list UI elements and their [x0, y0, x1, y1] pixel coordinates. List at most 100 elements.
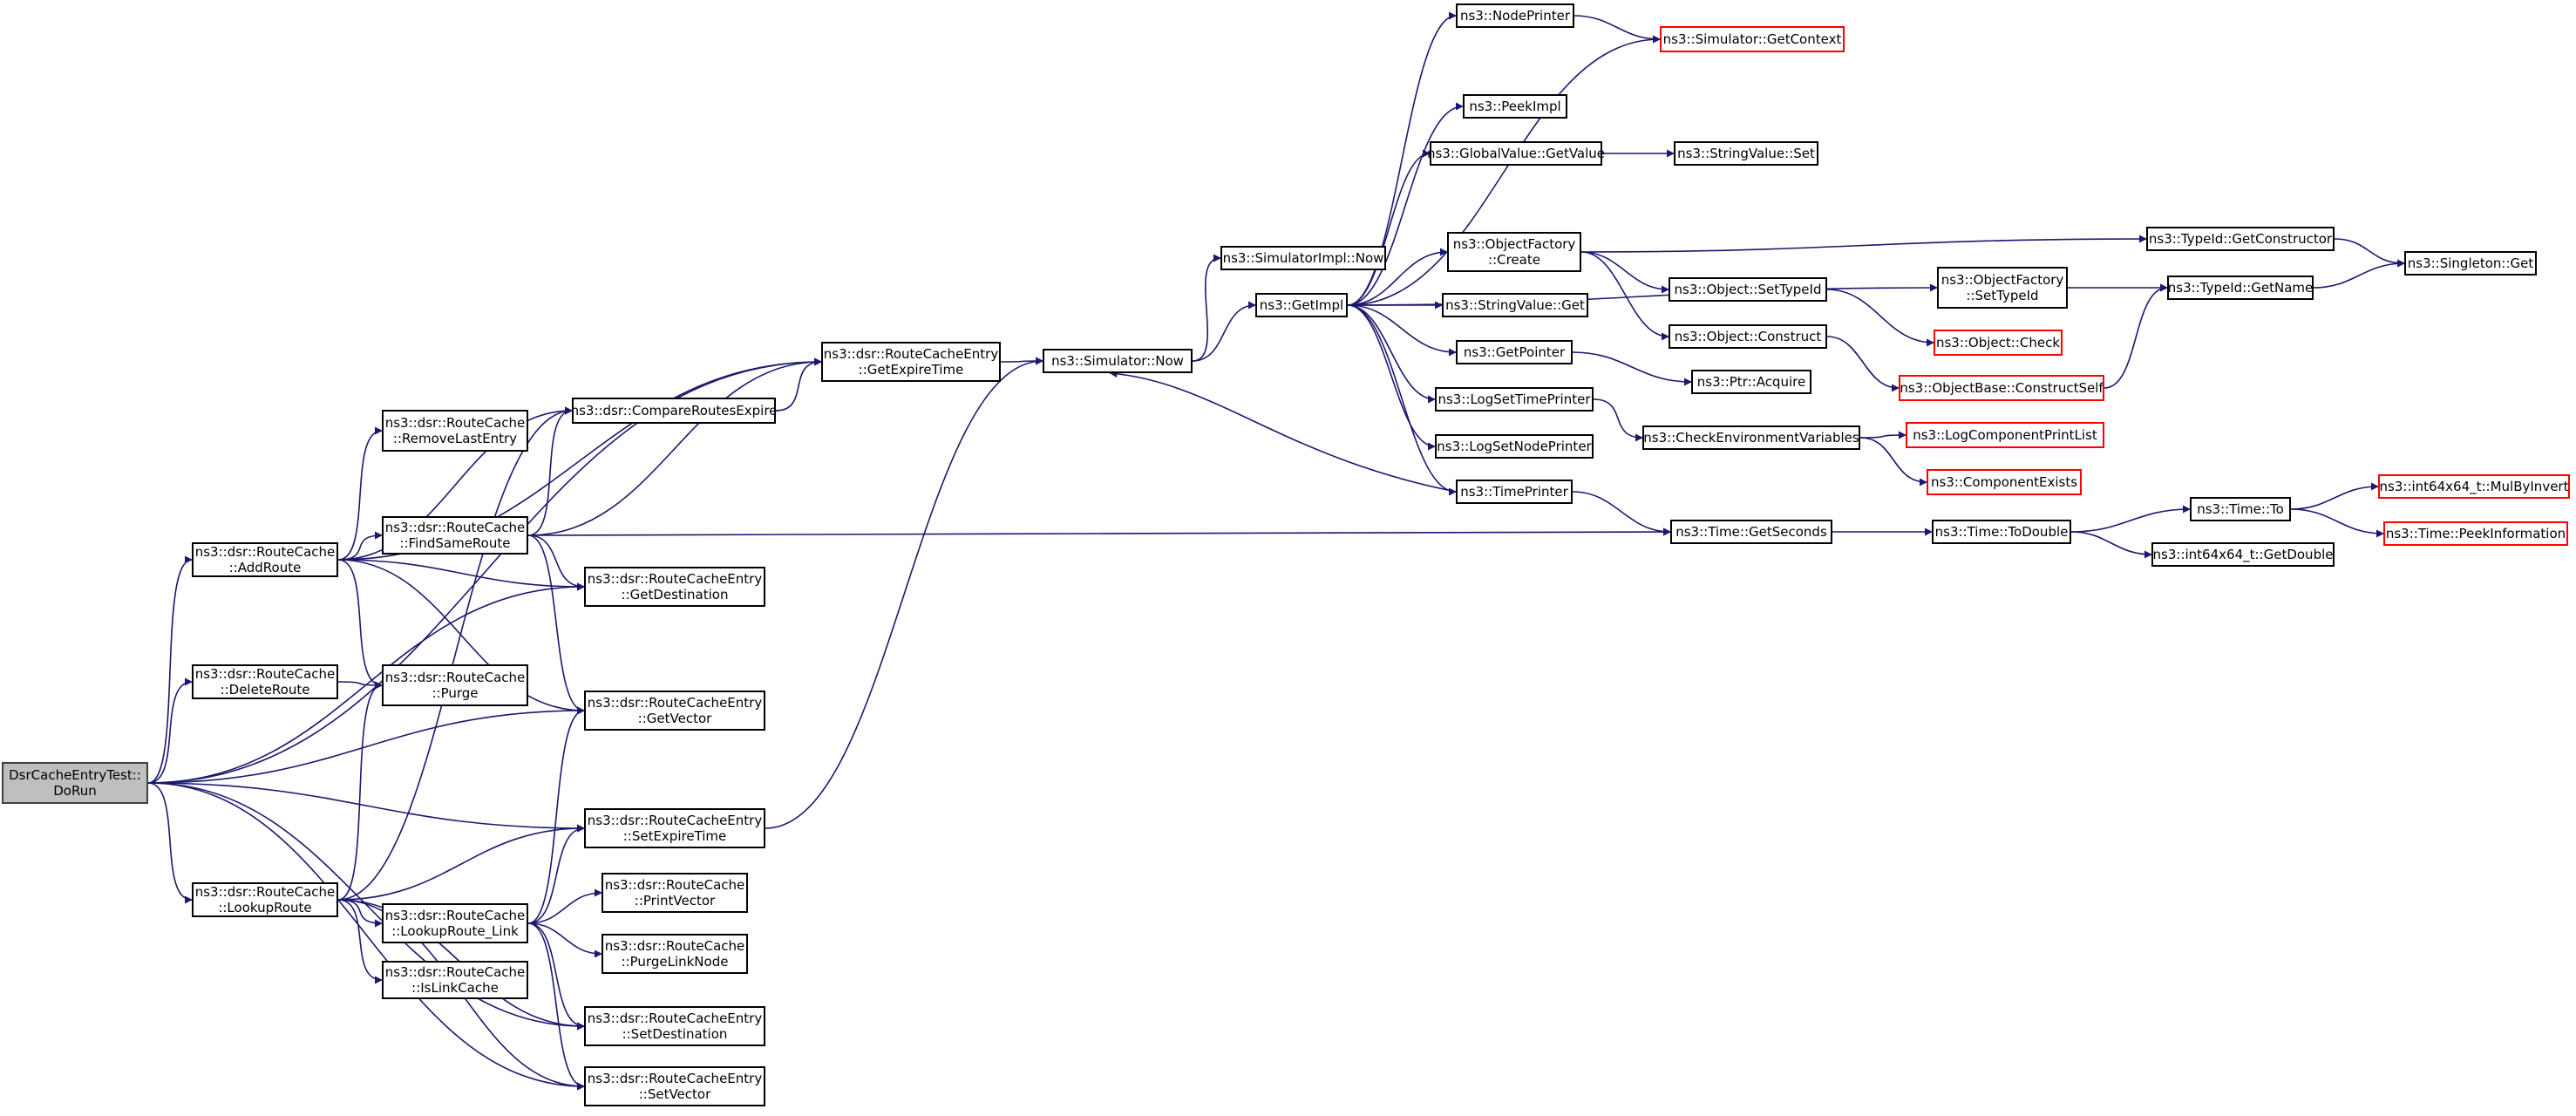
node-objfactcreate[interactable]: ns3::ObjectFactory::Create [1447, 232, 1581, 272]
node-objsettypeid[interactable]: ns3::Object::SetTypeId [1669, 277, 1827, 302]
node-getexpiretime[interactable]: ns3::dsr::RouteCacheEntry::GetExpireTime [821, 342, 1001, 382]
edge-lookuproutelink-to-setexpiretime [527, 824, 585, 924]
node-typeidgetconstructor[interactable]: ns3::TypeId::GetConstructor [2146, 227, 2335, 251]
node-setexpiretime[interactable]: ns3::dsr::RouteCacheEntry::SetExpireTime [584, 808, 765, 848]
node-stringvalueset[interactable]: ns3::StringValue::Set [1674, 141, 1818, 166]
node-setdestination[interactable]: ns3::dsr::RouteCacheEntry::SetDestinatio… [584, 1006, 765, 1046]
node-objbaseconstructself[interactable]: ns3::ObjectBase::ConstructSelf [1899, 375, 2104, 401]
edge-timetodouble-to-int64getdouble [2070, 531, 2152, 559]
node-getpointer[interactable]: ns3::GetPointer [1456, 340, 1573, 364]
node-label: ns3::dsr::RouteCacheEntry [823, 346, 999, 362]
node-label: ns3::StringValue::Set [1677, 146, 1815, 161]
edge-addroute-to-findsameroute [337, 531, 383, 561]
node-islinkcache[interactable]: ns3::dsr::RouteCache::IsLinkCache [382, 961, 528, 999]
node-timepeekinfo[interactable]: ns3::Time::PeekInformation [2383, 521, 2568, 546]
node-logsetnodeprinter[interactable]: ns3::LogSetNodePrinter [1435, 434, 1594, 459]
node-label: ns3::GetPointer [1463, 344, 1566, 360]
node-label: ns3::dsr::RouteCacheEntry [587, 813, 763, 828]
node-label: ns3::Time::GetSeconds [1675, 524, 1827, 540]
node-label: ns3::LogComponentPrintList [1913, 427, 2097, 443]
edge-timetodouble-to-timeto [2070, 505, 2191, 533]
node-typeidgetname[interactable]: ns3::TypeId::GetName [2167, 276, 2314, 300]
node-label: ns3::dsr::RouteCache [604, 877, 745, 893]
edge-addroute-to-removelastentry [337, 426, 383, 561]
node-label: ns3::dsr::RouteCacheEntry [587, 571, 763, 587]
node-deleteroute[interactable]: ns3::dsr::RouteCache::DeleteRoute [192, 664, 338, 699]
node-objconstruct[interactable]: ns3::Object::Construct [1669, 324, 1827, 349]
node-label: ns3::ObjectFactory [1452, 236, 1576, 252]
node-ptracquire[interactable]: ns3::Ptr::Acquire [1691, 370, 1811, 394]
node-printvector[interactable]: ns3::dsr::RouteCache::PrintVector [602, 873, 748, 913]
node-getcontext[interactable]: ns3::Simulator::GetContext [1660, 26, 1845, 52]
node-label: ns3::dsr::RouteCache [194, 666, 336, 682]
node-lookuproute[interactable]: ns3::dsr::RouteCache::LookupRoute [192, 882, 338, 917]
node-singletonget[interactable]: ns3::Singleton::Get [2404, 251, 2537, 276]
node-label: ns3::GetImpl [1259, 297, 1344, 313]
node-label: ::DeleteRoute [220, 682, 310, 698]
node-label: ::Purge [432, 685, 479, 701]
node-label: ns3::ObjectFactory [1940, 272, 2064, 288]
edge-getimpl-to-objfactcreate [1347, 248, 1448, 306]
node-label: ns3::Time::To [2197, 501, 2284, 517]
node-simimplnow[interactable]: ns3::SimulatorImpl::Now [1220, 246, 1386, 270]
node-label: ns3::Object::Check [1935, 335, 2061, 350]
edge-objsettypeid-to-objcheck [1826, 289, 1934, 347]
edge-logsettimeprinter-to-checkenv [1593, 398, 1643, 442]
node-label: ::GetVector [637, 711, 712, 726]
node-objcheck[interactable]: ns3::Object::Check [1934, 330, 2063, 356]
node-findsameroute[interactable]: ns3::dsr::RouteCache::FindSameRoute [382, 516, 528, 555]
edge-lookuproute-to-compareroutes [337, 406, 573, 901]
edge-compareroutes-to-getexpiretime [775, 357, 822, 412]
node-timeprinter[interactable]: ns3::TimePrinter [1456, 480, 1573, 504]
node-timeto[interactable]: ns3::Time::To [2190, 497, 2291, 521]
node-checkenv[interactable]: ns3::CheckEnvironmentVariables [1642, 425, 1860, 450]
node-logcompprintlist[interactable]: ns3::LogComponentPrintList [1906, 422, 2104, 448]
node-nodeprinter[interactable]: ns3::NodePrinter [1456, 3, 1574, 28]
node-getimpl[interactable]: ns3::GetImpl [1255, 293, 1348, 317]
node-label: ns3::Simulator::Now [1051, 353, 1184, 369]
node-addroute[interactable]: ns3::dsr::RouteCache::AddRoute [192, 542, 338, 577]
node-int64getdouble[interactable]: ns3::int64x64_t::GetDouble [2151, 542, 2335, 567]
edge-lookuproutelink-to-purgelinknode [527, 922, 602, 958]
edge-root-to-lookuproute [147, 782, 193, 904]
edge-findsameroute-to-getdestination [527, 534, 585, 591]
edge-root-to-addroute [147, 555, 193, 784]
node-label: ::GetDestination [621, 587, 729, 602]
edge-timeto-to-int64mulbyinvert [2290, 482, 2379, 510]
node-stringvalueget[interactable]: ns3::StringValue::Get [1442, 293, 1588, 317]
edge-setexpiretime-to-simnow [765, 357, 1043, 829]
node-timegetseconds[interactable]: ns3::Time::GetSeconds [1670, 520, 1832, 544]
node-label: ns3::dsr::RouteCache [384, 964, 526, 980]
node-label: ns3::GlobalValue::GetValue [1426, 146, 1606, 161]
node-peekimpl[interactable]: ns3::PeekImpl [1463, 94, 1567, 119]
node-componentexists[interactable]: ns3::ComponentExists [1927, 469, 2082, 495]
node-simnow[interactable]: ns3::Simulator::Now [1043, 349, 1193, 373]
node-purge[interactable]: ns3::dsr::RouteCache::Purge [382, 664, 528, 706]
node-label: ::Create [1488, 252, 1540, 268]
node-label: ::SetDestination [622, 1026, 728, 1042]
node-label: ::PrintVector [634, 893, 716, 908]
node-int64mulbyinvert[interactable]: ns3::int64x64_t::MulByInvert [2378, 474, 2570, 499]
node-getvector[interactable]: ns3::dsr::RouteCacheEntry::GetVector [584, 691, 765, 731]
edge-lookuproute-to-purge [337, 681, 383, 901]
edge-lookuproute-to-lookuproutelink [337, 899, 383, 928]
edge-root-to-setexpiretime [147, 782, 585, 833]
node-logsettimeprinter[interactable]: ns3::LogSetTimePrinter [1435, 387, 1594, 412]
node-objfactsettypeid[interactable]: ns3::ObjectFactory::SetTypeId [1937, 267, 2068, 309]
edge-root-to-setvector [147, 782, 585, 1091]
node-label: ns3::dsr::RouteCache [384, 908, 526, 923]
edge-timeto-to-timepeekinfo [2290, 508, 2384, 538]
node-getdestination[interactable]: ns3::dsr::RouteCacheEntry::GetDestinatio… [584, 567, 765, 607]
node-label: DoRun [53, 783, 97, 799]
node-removelastentry[interactable]: ns3::dsr::RouteCache::RemoveLastEntry [382, 410, 528, 452]
node-lookuproutelink[interactable]: ns3::dsr::RouteCache::LookupRoute_Link [382, 903, 528, 943]
node-label: ::FindSameRoute [399, 535, 511, 551]
node-setvector[interactable]: ns3::dsr::RouteCacheEntry::SetVector [584, 1066, 765, 1106]
node-globalgetvalue[interactable]: ns3::GlobalValue::GetValue [1426, 141, 1606, 166]
node-compareroutes[interactable]: ns3::dsr::CompareRoutesExpire [571, 398, 777, 424]
node-timetodouble[interactable]: ns3::Time::ToDouble [1932, 520, 2071, 544]
node-purgelinknode[interactable]: ns3::dsr::RouteCache::PurgeLinkNode [602, 934, 748, 974]
edge-addroute-to-getdestination [337, 559, 585, 591]
node-label: ::GetExpireTime [858, 362, 964, 378]
